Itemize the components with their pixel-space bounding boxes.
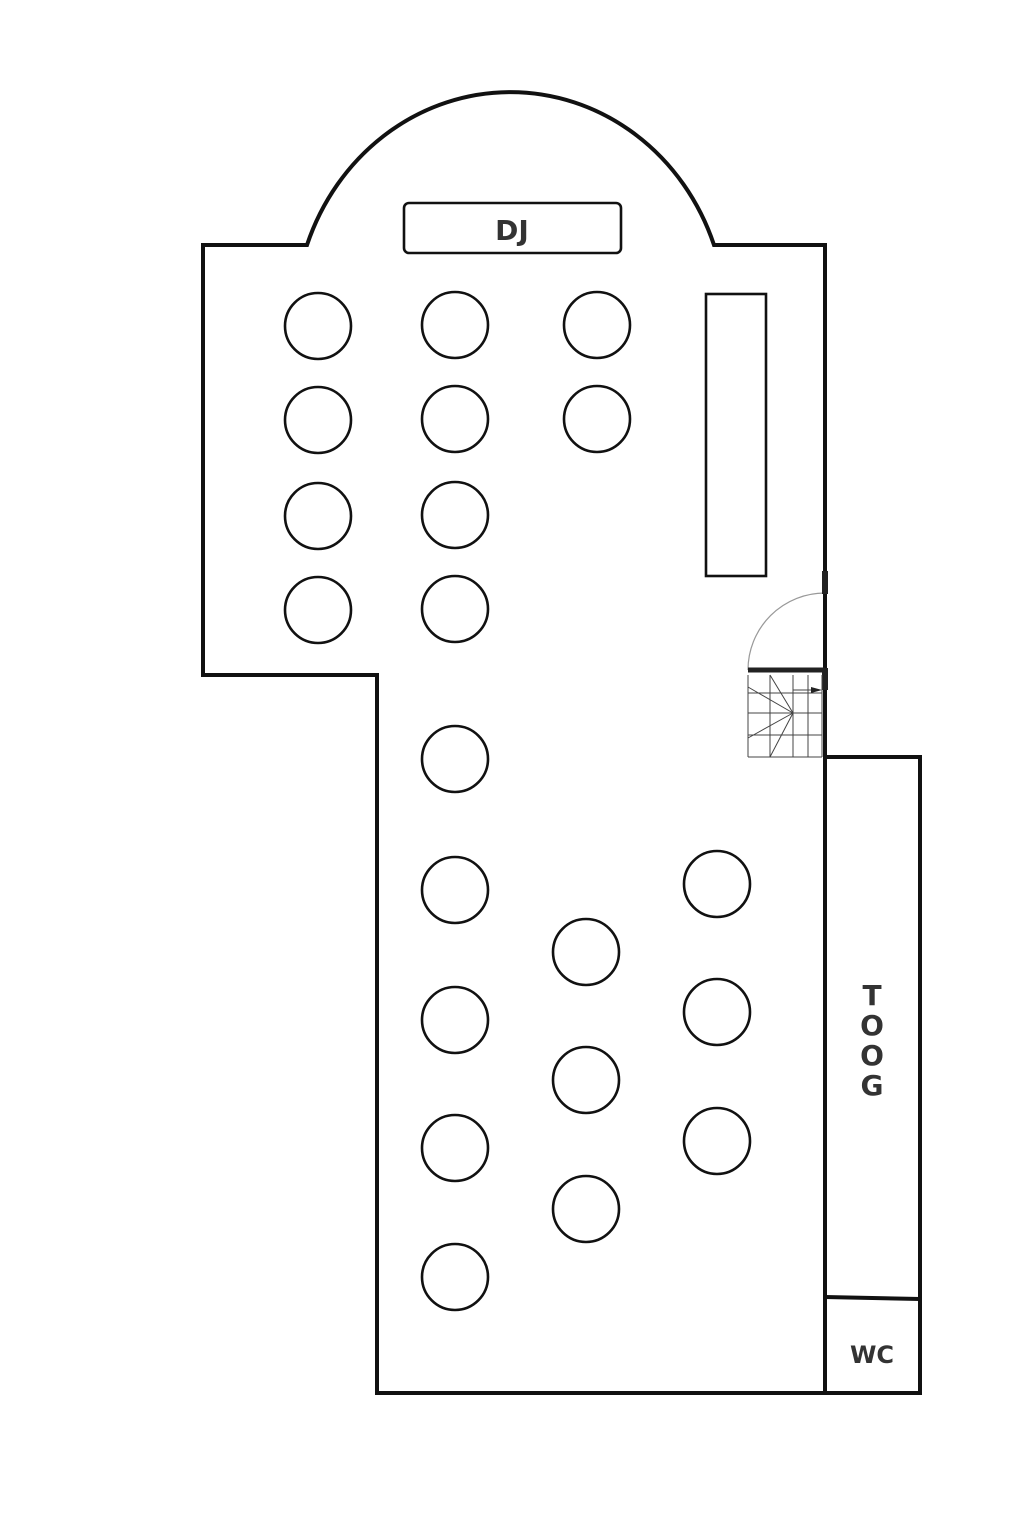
dj-label: DJ [495, 214, 529, 247]
table [551, 1174, 621, 1244]
bar-label-letter: O [860, 1039, 884, 1072]
table [420, 1113, 490, 1183]
door-swing-arc [747, 592, 826, 671]
table [283, 575, 353, 645]
staircase [747, 674, 823, 758]
table [420, 724, 490, 794]
table [420, 480, 490, 550]
table [420, 1242, 490, 1312]
table [562, 290, 632, 360]
bar-label-letter: O [860, 1009, 884, 1042]
table [420, 290, 490, 360]
table [562, 384, 632, 454]
table [420, 384, 490, 454]
table [420, 985, 490, 1055]
dj-booth [402, 201, 623, 255]
bar-label-letter: G [861, 1069, 884, 1102]
bar-label-letter: T [862, 979, 881, 1012]
stair-direction-arrow [811, 687, 822, 693]
table [682, 977, 752, 1047]
room-outline [201, 90, 827, 1395]
wc-divider [824, 1295, 921, 1301]
table [551, 917, 621, 987]
table [682, 1106, 752, 1176]
table [420, 574, 490, 644]
wc-label: WC [850, 1341, 894, 1369]
table [283, 291, 353, 361]
table [283, 385, 353, 455]
table [551, 1045, 621, 1115]
tables [283, 290, 752, 1312]
table [682, 849, 752, 919]
bar-outline [825, 755, 922, 1395]
side-counter [704, 292, 768, 578]
door [747, 571, 828, 690]
table [420, 855, 490, 925]
table [283, 481, 353, 551]
